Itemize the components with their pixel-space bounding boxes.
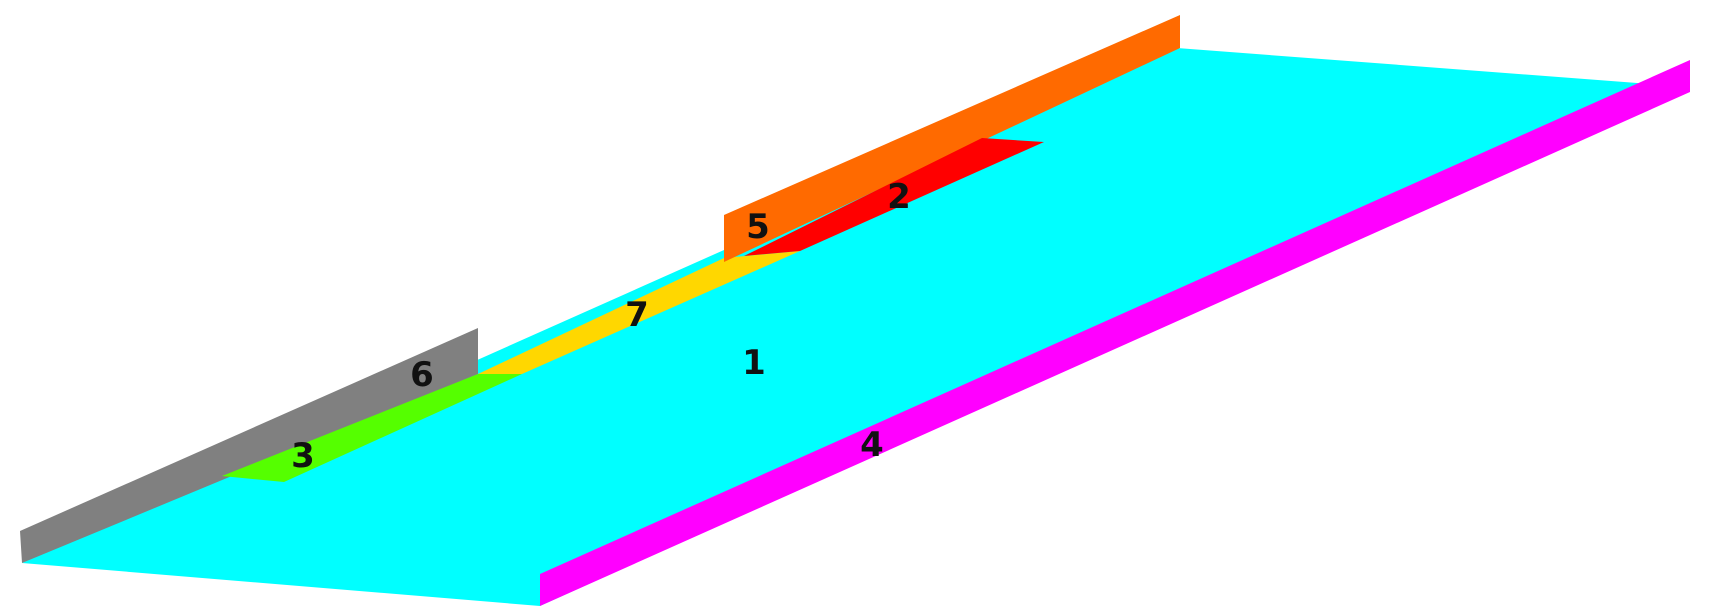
region-4-label: 4 <box>860 425 884 465</box>
region-6-wall <box>20 328 478 563</box>
region-7-strip <box>478 251 800 374</box>
region-7-label: 7 <box>625 295 649 335</box>
region-5-label: 5 <box>746 207 770 247</box>
region-1-floor <box>22 48 1690 606</box>
region-4-wall <box>540 60 1690 606</box>
region-2-label: 2 <box>887 177 911 217</box>
region-6-label: 6 <box>410 355 434 395</box>
region-1-label: 1 <box>742 343 766 383</box>
region-3-strip <box>222 374 522 482</box>
region-5-wall <box>724 15 1180 262</box>
region-3-label: 3 <box>291 436 315 476</box>
region-2-strip <box>744 138 1044 256</box>
